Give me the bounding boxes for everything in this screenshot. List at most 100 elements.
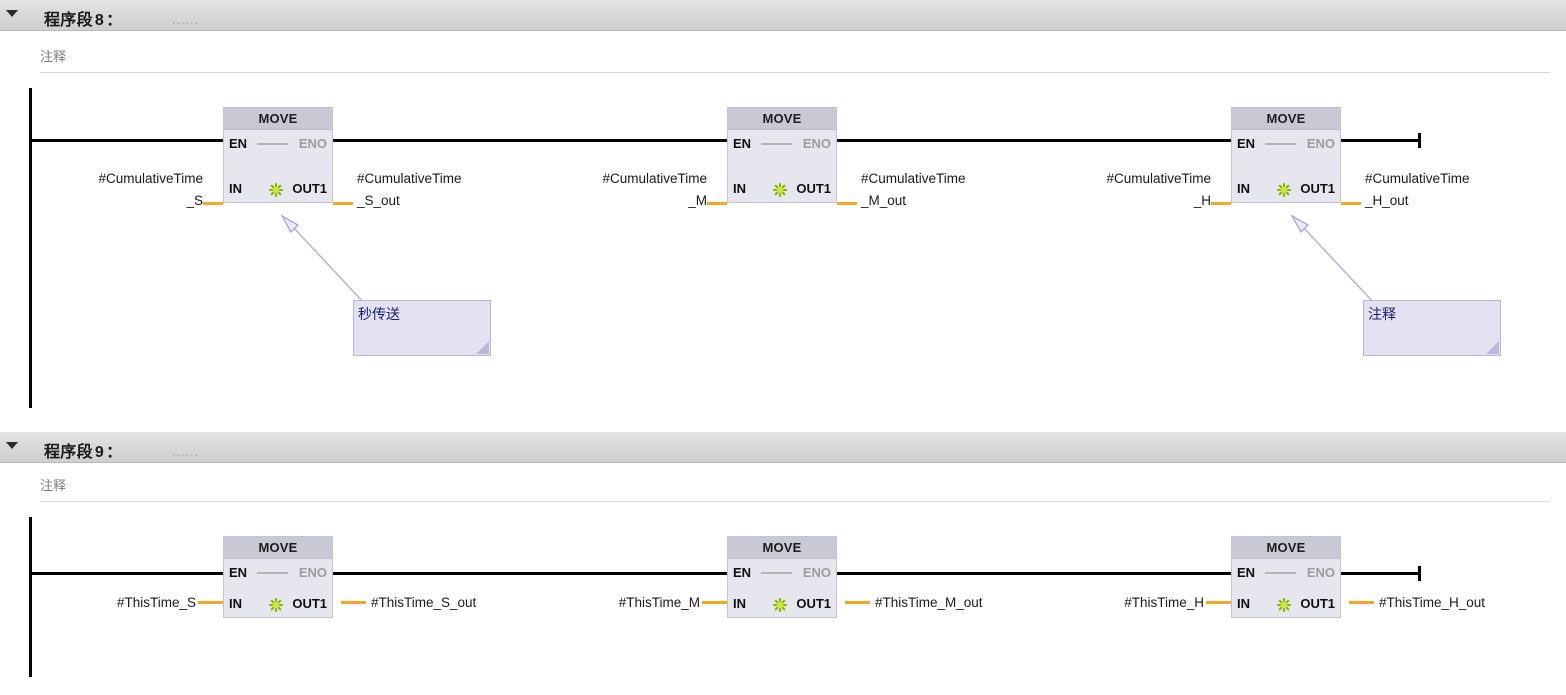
- operand-input-9-2[interactable]: #ThisTime_M: [537, 592, 700, 614]
- comment-divider-9: [40, 501, 1550, 502]
- out1-pin-label[interactable]: OUT1: [292, 181, 327, 196]
- green-asterisk-icon: [1276, 182, 1292, 198]
- operand-output-8-2[interactable]: #CumulativeTime _M_out: [861, 168, 1031, 212]
- network-title-placeholder-8[interactable]: ......: [172, 13, 200, 27]
- move-block-header: MOVE: [1232, 108, 1340, 130]
- operand-output-9-3[interactable]: #ThisTime_H_out: [1379, 592, 1566, 614]
- rung-wire-9-a: [29, 572, 223, 575]
- out1-pin-label[interactable]: OUT1: [292, 596, 327, 611]
- move-block-body: EN ENO IN OUT1: [728, 130, 836, 202]
- green-asterisk-icon: [1276, 597, 1292, 613]
- green-asterisk-icon: [772, 182, 788, 198]
- eno-connector-line: [1265, 143, 1296, 145]
- in-pin-label[interactable]: IN: [229, 181, 242, 196]
- callout-leader-line-2: [1290, 214, 1377, 306]
- operand-line-2: _H_out: [1365, 193, 1409, 208]
- operand-line-1: #ThisTime_M_out: [875, 595, 983, 610]
- operand-input-8-1[interactable]: #CumulativeTime _S: [38, 168, 203, 212]
- en-pin-label[interactable]: EN: [733, 565, 752, 580]
- triangle-down-icon[interactable]: [6, 442, 18, 449]
- eno-pin-label[interactable]: ENO: [298, 565, 327, 580]
- move-block-header: MOVE: [224, 537, 332, 559]
- en-pin-label[interactable]: EN: [733, 136, 752, 151]
- eno-pin-label[interactable]: ENO: [1306, 565, 1335, 580]
- rung-wire-9-b: [333, 572, 727, 575]
- network-comment-8[interactable]: 注释: [40, 49, 67, 64]
- operand-output-8-1[interactable]: #CumulativeTime _S_out: [357, 168, 527, 212]
- in-pin-label[interactable]: IN: [1237, 596, 1250, 611]
- eno-connector-line: [1265, 572, 1296, 574]
- move-block-header: MOVE: [1232, 537, 1340, 559]
- callout-text[interactable]: 秒传送: [358, 306, 400, 322]
- out-wire-8-2: [837, 202, 857, 205]
- network-title-placeholder-9[interactable]: ......: [172, 445, 200, 459]
- eno-pin-label[interactable]: ENO: [802, 136, 831, 151]
- green-asterisk-icon: [268, 182, 284, 198]
- callout-box-2[interactable]: 注释: [1363, 300, 1501, 356]
- move-block-8-2[interactable]: MOVE EN ENO IN OUT1: [727, 107, 837, 203]
- en-pin-label[interactable]: EN: [229, 565, 248, 580]
- move-block-body: EN ENO IN OUT1: [728, 559, 836, 617]
- move-block-9-2[interactable]: MOVE EN ENO IN OUT1: [727, 536, 837, 618]
- eno-pin-label[interactable]: ENO: [298, 136, 327, 151]
- in-wire-9-3: [1206, 601, 1231, 604]
- move-block-8-3[interactable]: MOVE EN ENO IN OUT1: [1231, 107, 1341, 203]
- in-pin-label[interactable]: IN: [733, 181, 746, 196]
- in-pin-label[interactable]: IN: [1237, 181, 1250, 196]
- out1-pin-label[interactable]: OUT1: [796, 596, 831, 611]
- operand-input-9-1[interactable]: #ThisTime_S: [33, 592, 196, 614]
- network-colon: ：: [106, 12, 123, 29]
- eno-pin-label[interactable]: ENO: [802, 565, 831, 580]
- operand-line-1: #CumulativeTime: [357, 171, 462, 186]
- eno-pin-label[interactable]: ENO: [1306, 136, 1335, 151]
- network-colon: ：: [106, 444, 123, 461]
- out1-pin-label[interactable]: OUT1: [796, 181, 831, 196]
- in-wire-9-2: [702, 601, 727, 604]
- in-pin-label[interactable]: IN: [733, 596, 746, 611]
- callout-box-1[interactable]: 秒传送: [353, 300, 491, 356]
- en-pin-label[interactable]: EN: [1237, 136, 1256, 151]
- en-pin-label[interactable]: EN: [229, 136, 248, 151]
- move-block-9-1[interactable]: MOVE EN ENO IN OUT1: [223, 536, 333, 618]
- rung-wire-8-a: [29, 139, 223, 142]
- in-wire-9-1: [198, 601, 223, 604]
- network-number: 8: [94, 12, 105, 29]
- resize-grip-icon[interactable]: [1486, 341, 1499, 354]
- out1-pin-label[interactable]: OUT1: [1300, 181, 1335, 196]
- eno-connector-line: [761, 572, 792, 574]
- out1-pin-label[interactable]: OUT1: [1300, 596, 1335, 611]
- en-pin-label[interactable]: EN: [1237, 565, 1256, 580]
- callout-text[interactable]: 注释: [1368, 306, 1396, 322]
- move-block-8-1[interactable]: MOVE EN ENO IN OUT1: [223, 107, 333, 203]
- resize-grip-icon[interactable]: [476, 341, 489, 354]
- eno-connector-line: [257, 572, 288, 574]
- move-block-header: MOVE: [224, 108, 332, 130]
- network-number: 9: [94, 444, 105, 461]
- move-block-title: MOVE: [258, 111, 298, 126]
- rung-terminator-8: [1418, 133, 1421, 148]
- operand-output-9-1[interactable]: #ThisTime_S_out: [371, 592, 571, 614]
- operand-output-9-2[interactable]: #ThisTime_M_out: [875, 592, 1075, 614]
- network-title-prefix: 程序段: [44, 444, 93, 461]
- move-block-body: EN ENO IN OUT1: [224, 559, 332, 617]
- callout-leader-line-1: [280, 214, 367, 306]
- operand-input-9-3[interactable]: #ThisTime_H: [1041, 592, 1204, 614]
- operand-input-8-2[interactable]: #CumulativeTime _M: [542, 168, 707, 212]
- network-title-prefix: 程序段: [44, 12, 93, 29]
- triangle-down-icon[interactable]: [6, 10, 18, 17]
- power-rail-left-8: [29, 88, 32, 408]
- network-comment-9[interactable]: 注释: [40, 478, 67, 493]
- move-block-title: MOVE: [1266, 111, 1306, 126]
- out-wire-9-2: [845, 601, 870, 604]
- operand-output-8-3[interactable]: #CumulativeTime _H_out: [1365, 168, 1545, 212]
- move-block-title: MOVE: [258, 540, 298, 555]
- in-pin-label[interactable]: IN: [229, 596, 242, 611]
- move-block-9-3[interactable]: MOVE EN ENO IN OUT1: [1231, 536, 1341, 618]
- operand-line-1: #ThisTime_M: [618, 595, 700, 610]
- operand-input-8-3[interactable]: #CumulativeTime _H: [1046, 168, 1211, 212]
- move-block-body: EN ENO IN OUT1: [1232, 559, 1340, 617]
